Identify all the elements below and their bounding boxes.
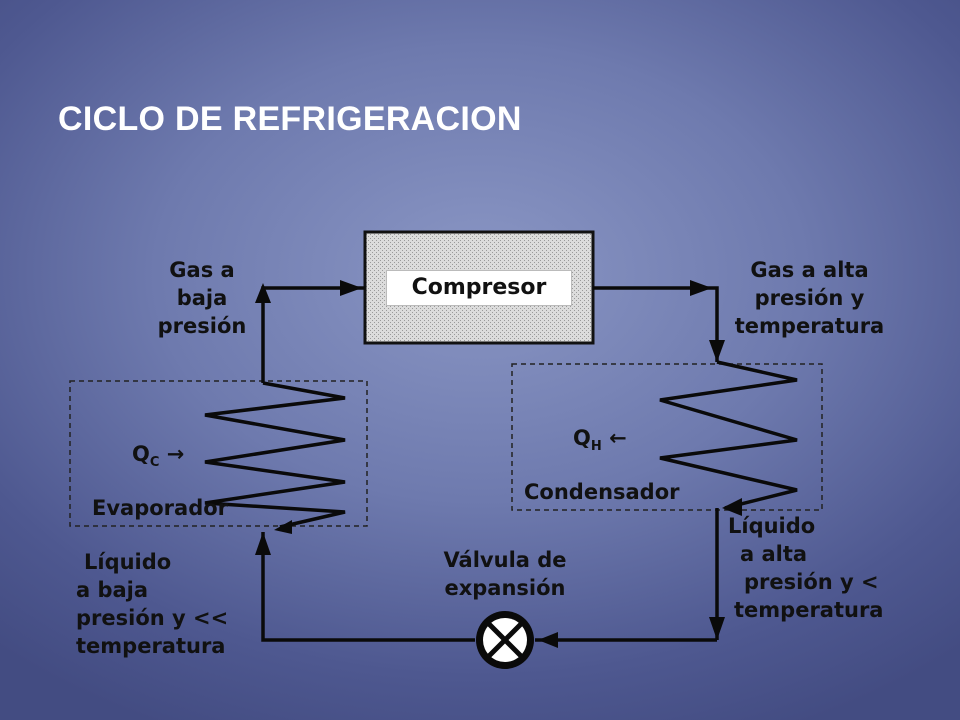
expansion-valve-icon xyxy=(476,611,534,669)
gas-high-pressure-label: Gas a alta presión y temperatura xyxy=(734,258,885,338)
arrow-down-condenser xyxy=(709,340,725,362)
pipe-left-top xyxy=(261,286,365,383)
condenser-label: Condensador xyxy=(524,480,680,504)
condenser-box xyxy=(511,363,823,511)
arrow-down-right xyxy=(709,617,725,640)
evaporator-box xyxy=(69,380,368,527)
evaporator-label: Evaporador xyxy=(92,496,229,520)
qh-label: QH ← xyxy=(573,426,627,454)
pipe-bottom xyxy=(261,532,717,642)
arrow-up-bottom-left xyxy=(255,532,271,555)
arrow-left-valve xyxy=(538,632,558,648)
qc-label: QC → xyxy=(132,442,185,470)
arrow-cond-out xyxy=(722,498,742,516)
expansion-valve-label: Válvula de expansión xyxy=(443,548,567,600)
gas-low-pressure-label: Gas a baja presión xyxy=(157,258,247,338)
arrow-right-compressor xyxy=(340,280,362,296)
compressor-label: Compresor xyxy=(386,270,572,306)
condenser-coil xyxy=(659,360,798,510)
pipe-right-top xyxy=(593,286,719,362)
arrow-up-left xyxy=(255,283,271,303)
evaporator-coil xyxy=(204,381,346,529)
slide-title: CICLO DE REFRIGERACION xyxy=(58,100,522,138)
arrow-into-evap-bottom xyxy=(274,520,292,534)
liquid-low-pressure-label: Líquido a baja presión y << temperatura xyxy=(76,550,229,658)
liquid-high-pressure-label: Líquido a alta presión y < temperatura xyxy=(728,514,884,622)
arrow-right-out xyxy=(690,280,712,296)
